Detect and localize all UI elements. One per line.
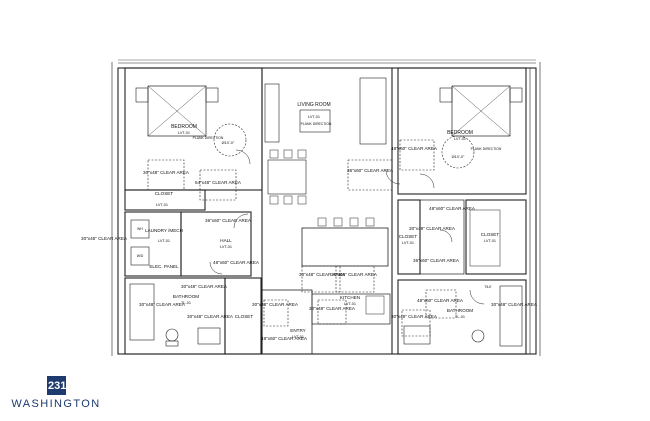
kitchen-clear-2: 30"x48" CLEAR AREA xyxy=(331,272,378,277)
left-side-clear: 30"x48" CLEAR AREA xyxy=(81,236,128,241)
right-closet1-label: CLOSET xyxy=(399,234,418,239)
right-plank-direction: PLANK DIRECTION xyxy=(471,147,502,151)
right-bedroom-clear: 48"x60" CLEAR AREA xyxy=(391,146,438,151)
right-closet2-tag: LVT-01 xyxy=(484,239,496,243)
entry-label: ENTRY xyxy=(290,328,306,333)
left-bedroom-clear-1: 30"x48" CLEAR AREA xyxy=(143,170,190,175)
right-closet2-label: CLOSET xyxy=(481,232,500,237)
left-bath-tag: TL-01 xyxy=(181,301,191,305)
left-bath-clear-1: 30"x48" CLEAR AREA xyxy=(181,284,228,289)
water-heater-label: WH xyxy=(137,227,143,231)
hall-clear-2: 48"x60" CLEAR AREA xyxy=(213,260,260,265)
left-plank-direction: PLANK DIRECTION xyxy=(193,136,224,140)
kitchen-label: KITCHEN xyxy=(340,295,360,300)
left-closet2-label: CLOSET xyxy=(235,314,254,319)
right-bath-tag: TL-01 xyxy=(455,315,465,319)
right-closet-clear: 30"x48" CLEAR AREA xyxy=(409,226,456,231)
right-bath-label: BATHROOM xyxy=(447,308,473,313)
left-bath-clear-2: 30"x48" CLEAR AREA xyxy=(139,302,186,307)
right-bedroom-tag: LVT-01 xyxy=(454,137,466,141)
hall-tag: LVT-01 xyxy=(220,245,232,249)
left-closet-tag: LVT-01 xyxy=(156,203,168,207)
right-bath-clear-3: 30"x48" CLEAR AREA xyxy=(491,302,538,307)
right-closet-clear-2: 48"x60" CLEAR AREA xyxy=(429,206,476,211)
right-closet1-tag: LVT-01 xyxy=(402,241,414,245)
right-bath-clear-1: 48"x60" CLEAR AREA xyxy=(417,298,464,303)
left-bedroom-clear-2: 54"x48" CLEAR AREA xyxy=(195,180,242,185)
walls xyxy=(111,59,541,356)
living-room-label: LIVING ROOM xyxy=(297,102,330,108)
left-bedroom-label: BEDROOM xyxy=(171,124,197,130)
laundry-label: LAUNDRY /MECH xyxy=(145,228,183,233)
laundry-tag: LVT-01 xyxy=(158,239,170,243)
right-bedroom-ceiling: Ø10'-0" xyxy=(452,155,465,159)
entry-clear-1: 30"x48" CLEAR AREA xyxy=(252,302,299,307)
brand-logo: 231 WASHINGTON xyxy=(8,376,104,416)
living-room-tag: LVT-01 xyxy=(308,115,320,119)
entry-clear-3: 48"x60" CLEAR AREA xyxy=(261,336,308,341)
right-bedroom-label: BEDROOM xyxy=(447,130,473,136)
dining-clear: 36"x60" CLEAR AREA xyxy=(347,168,394,173)
left-bath-label: BATHROOM xyxy=(173,294,199,299)
entry-tag: LVT-01 xyxy=(292,335,304,339)
washer-dryer-label: W/D xyxy=(137,254,144,258)
right-hall-clear: 36"x60" CLEAR AREA xyxy=(413,258,460,263)
elec-panel-label: ELEC. PANEL xyxy=(149,264,179,269)
logo-number: 231 xyxy=(47,376,66,395)
kitchen-tag: LVT-01 xyxy=(344,302,356,306)
entry-clear-2: 30"x48" CLEAR AREA xyxy=(309,306,356,311)
hall-label: HALL xyxy=(220,238,232,243)
right-tile-label: TILE xyxy=(484,285,492,289)
living-plank-direction: PLANK DIRECTION xyxy=(301,122,332,126)
left-bedroom-ceiling: Ø10'-0" xyxy=(222,141,235,145)
right-bath-clear-2: 30"x48" CLEAR AREA xyxy=(391,314,438,319)
kitchen-clear-1: 30"x48" CLEAR AREA xyxy=(299,272,346,277)
logo-name: WASHINGTON xyxy=(11,398,101,410)
hall-clear-1: 36"x60" CLEAR AREA xyxy=(205,218,252,223)
left-bath-clear-3: 30"x48" CLEAR AREA xyxy=(187,314,234,319)
left-bedroom-tag: LVT-01 xyxy=(178,131,190,135)
left-closet-label: CLOSET xyxy=(155,191,174,196)
